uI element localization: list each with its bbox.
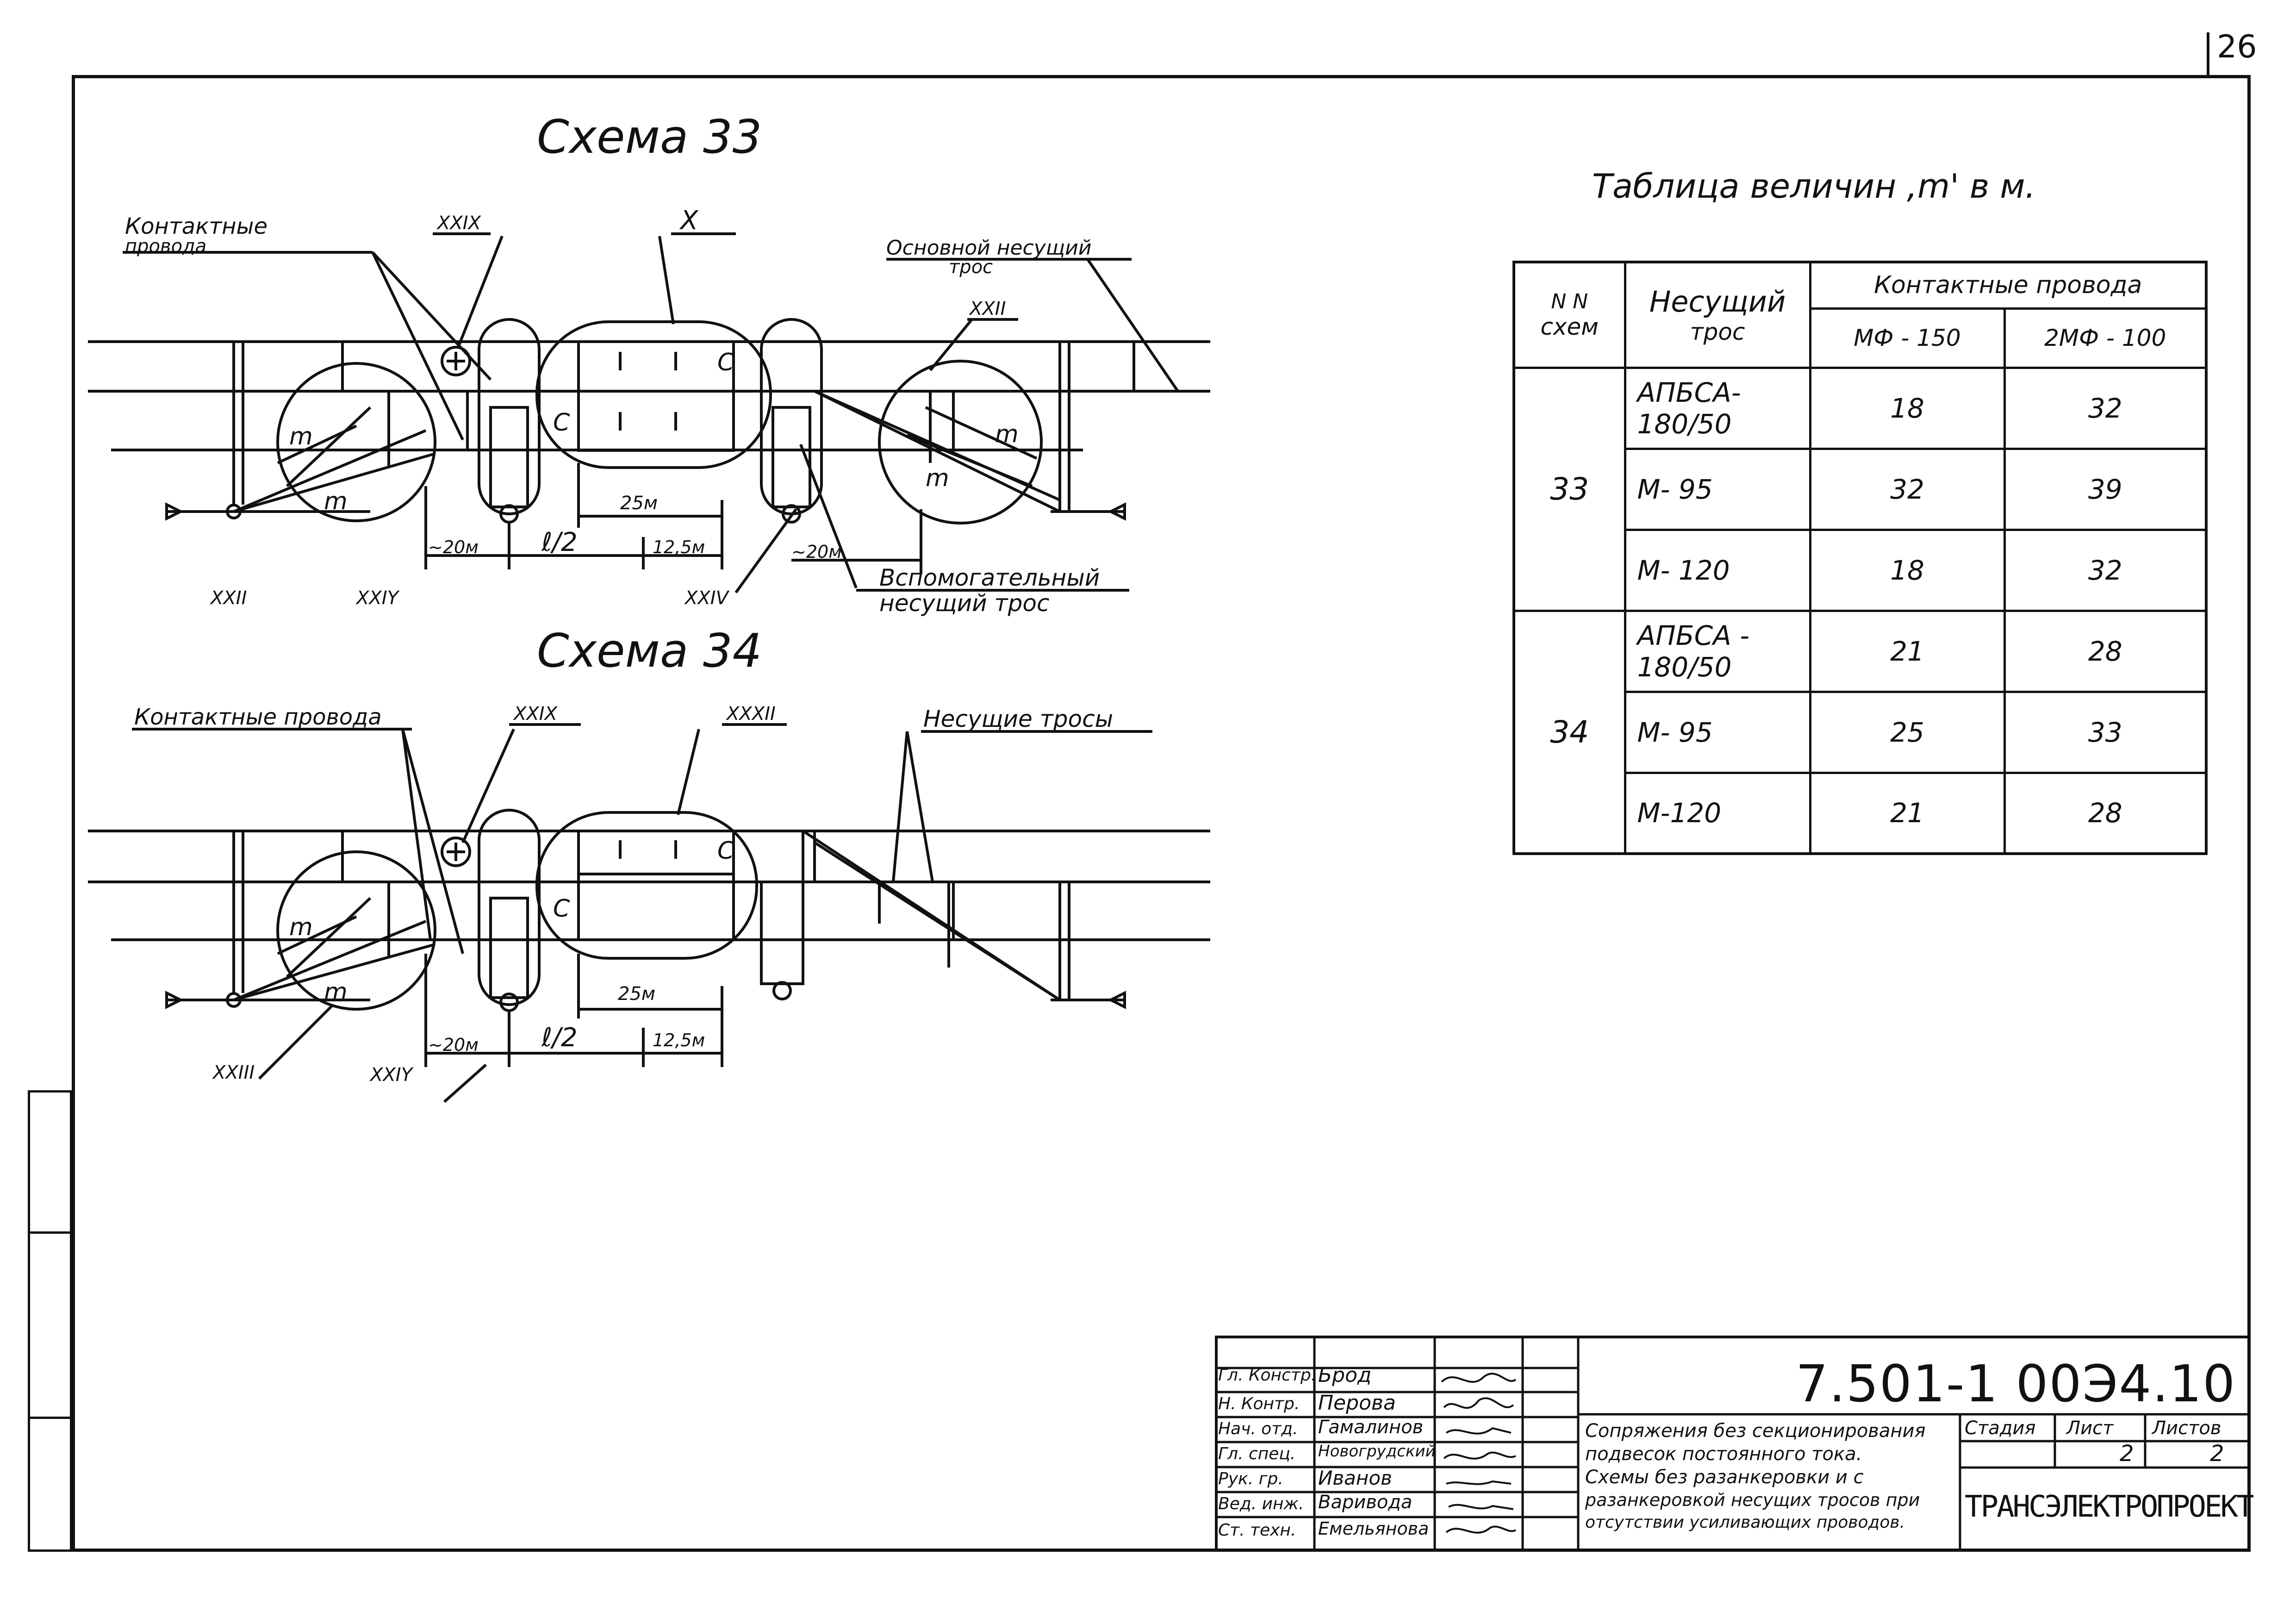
scheme34-dim-2: ℓ/2: [541, 1023, 578, 1053]
page-number-box: [2207, 32, 2260, 75]
scheme-cell: 33: [1512, 366, 1626, 612]
scheme33-dim-1: ~20м: [428, 537, 479, 557]
scheme33-mark-5: C: [717, 349, 734, 376]
scheme33-ref-3: XXII: [969, 298, 1006, 319]
scheme34-mark-2: m: [324, 978, 348, 1006]
role-5: Рук. гр.: [1218, 1469, 1283, 1488]
scheme34-drawing: [88, 723, 1210, 1103]
scheme33-main-carrier-label: Основной несущий: [886, 236, 1091, 260]
description-5: отсутствии усиливающих проводов.: [1585, 1513, 1905, 1532]
scheme34-dim-4: 25м: [618, 983, 655, 1005]
scheme34-ref-4: XXIY: [369, 1064, 414, 1086]
scheme33-ref-2: X: [679, 206, 699, 236]
table-row: М- 120 18 32: [1514, 528, 2208, 612]
scheme34-carriers-label: Несущие тросы: [923, 706, 1113, 732]
scheme34-title: Схема 34: [537, 624, 762, 678]
title-block-grid: [1215, 1336, 2251, 1552]
scheme33-dim-4: 25м: [620, 493, 658, 514]
scheme33-drawing: [88, 232, 1210, 593]
role-4: Гл. спец.: [1218, 1444, 1296, 1463]
scheme33-ref-1: XXIX: [436, 212, 482, 234]
scheme33-aux-carrier-label2: несущий трос: [879, 590, 1049, 617]
name-7: Емельянова: [1318, 1518, 1429, 1539]
description-1: Сопряжения без секционирования: [1585, 1420, 1926, 1442]
organization: ТРАНСЭЛЕКТРОПРОЕКТ: [1965, 1490, 2254, 1524]
scheme34-mark-4: C: [553, 895, 570, 923]
sheet-value: 2: [2120, 1441, 2134, 1467]
scheme34-contact-label: Контактные провода: [134, 704, 382, 730]
table-caption: Таблица величин ,m' в м.: [1592, 167, 2036, 206]
scheme34-mark-1: m: [289, 913, 313, 941]
scheme34-dim-3: 12,5м: [653, 1030, 705, 1050]
role-2: Н. Контр.: [1218, 1394, 1300, 1413]
header-contact: Контактные провода: [1809, 261, 2208, 310]
stage-label: Стадия: [1965, 1418, 2036, 1439]
scheme33-dim-3: 12,5м: [653, 537, 705, 557]
scheme33-mark-4: m: [926, 464, 949, 492]
scheme33-contact-label: Контактные: [125, 213, 268, 239]
scheme33-title: Схема 33: [537, 110, 762, 164]
role-3: Нач. отд.: [1218, 1419, 1298, 1438]
sheet-label: Лист: [2066, 1418, 2114, 1439]
page-number: 26: [2217, 29, 2257, 65]
table-row: М- 95 25 33: [1514, 690, 2208, 774]
scheme34-ref-1: XXIX: [513, 703, 558, 725]
scheme33-mark-2: m: [324, 487, 348, 515]
scheme33-ref-6: XXIV: [684, 587, 730, 609]
sheets-label: Листов: [2152, 1418, 2221, 1439]
scheme33-aux-carrier-label: Вспомогательный: [879, 564, 1100, 591]
binding-strip: [28, 1090, 72, 1552]
scheme33-main-carrier-label2: трос: [949, 256, 993, 278]
scheme33-ref-4: XXII: [210, 587, 247, 609]
table-row: 34 АПБСА - 180/50 21 28: [1512, 609, 2208, 855]
scheme-cell: 34: [1512, 609, 1626, 855]
name-6: Варивода: [1318, 1492, 1412, 1513]
header-col1: МФ - 150: [1809, 307, 2006, 369]
scheme33-mark-3: m: [995, 420, 1019, 448]
scheme33-dim-5: ~20м: [791, 542, 842, 562]
scheme34-dim-1: ~20м: [428, 1035, 479, 1055]
header-col2: 2МФ - 100: [2003, 307, 2208, 369]
role-6: Вед. инж.: [1218, 1494, 1304, 1513]
table-row: 33 АПБСА- 180/50 18 32: [1512, 366, 2208, 612]
name-3: Гамалинов: [1318, 1417, 1424, 1438]
name-2: Перова: [1318, 1391, 1396, 1415]
signatures: [1441, 1373, 1517, 1534]
schemes-drawing: Схема 33 Контактные провода Основной нес…: [88, 110, 1210, 1103]
description-2: подвесок постоянного тока.: [1585, 1443, 1862, 1465]
table-row: М- 95 32 39: [1514, 447, 2208, 531]
scheme33-ref-5: XXIY: [355, 587, 400, 609]
name-1: Брод: [1318, 1363, 1372, 1387]
sheets-value: 2: [2210, 1441, 2224, 1467]
scheme34-ref-2: XXXII: [726, 703, 776, 725]
name-4: Новогрудский: [1318, 1442, 1436, 1461]
drawing-frame: [72, 75, 2251, 1552]
doc-code: 7.501-1 00Э4.10: [1796, 1354, 2236, 1413]
scheme33-contact-label2: провода: [125, 236, 206, 257]
role-1: Гл. Констр.: [1218, 1366, 1317, 1385]
scheme33-mark-1: m: [289, 423, 313, 450]
scheme34-mark-3: C: [717, 837, 734, 865]
description-4: разанкеровкой несущих тросов при: [1585, 1490, 1920, 1510]
description-3: Схемы без разанкеровки и с: [1585, 1467, 1864, 1488]
scheme33-mark-6: C: [553, 409, 570, 437]
table-row: М-120 21 28: [1514, 771, 2208, 855]
role-7: Ст. техн.: [1218, 1521, 1296, 1540]
title-block: [1215, 1336, 2251, 1552]
scheme34-ref-3: XXIII: [212, 1062, 255, 1083]
name-5: Иванов: [1318, 1467, 1392, 1489]
scheme33-dim-2: ℓ/2: [541, 527, 578, 557]
